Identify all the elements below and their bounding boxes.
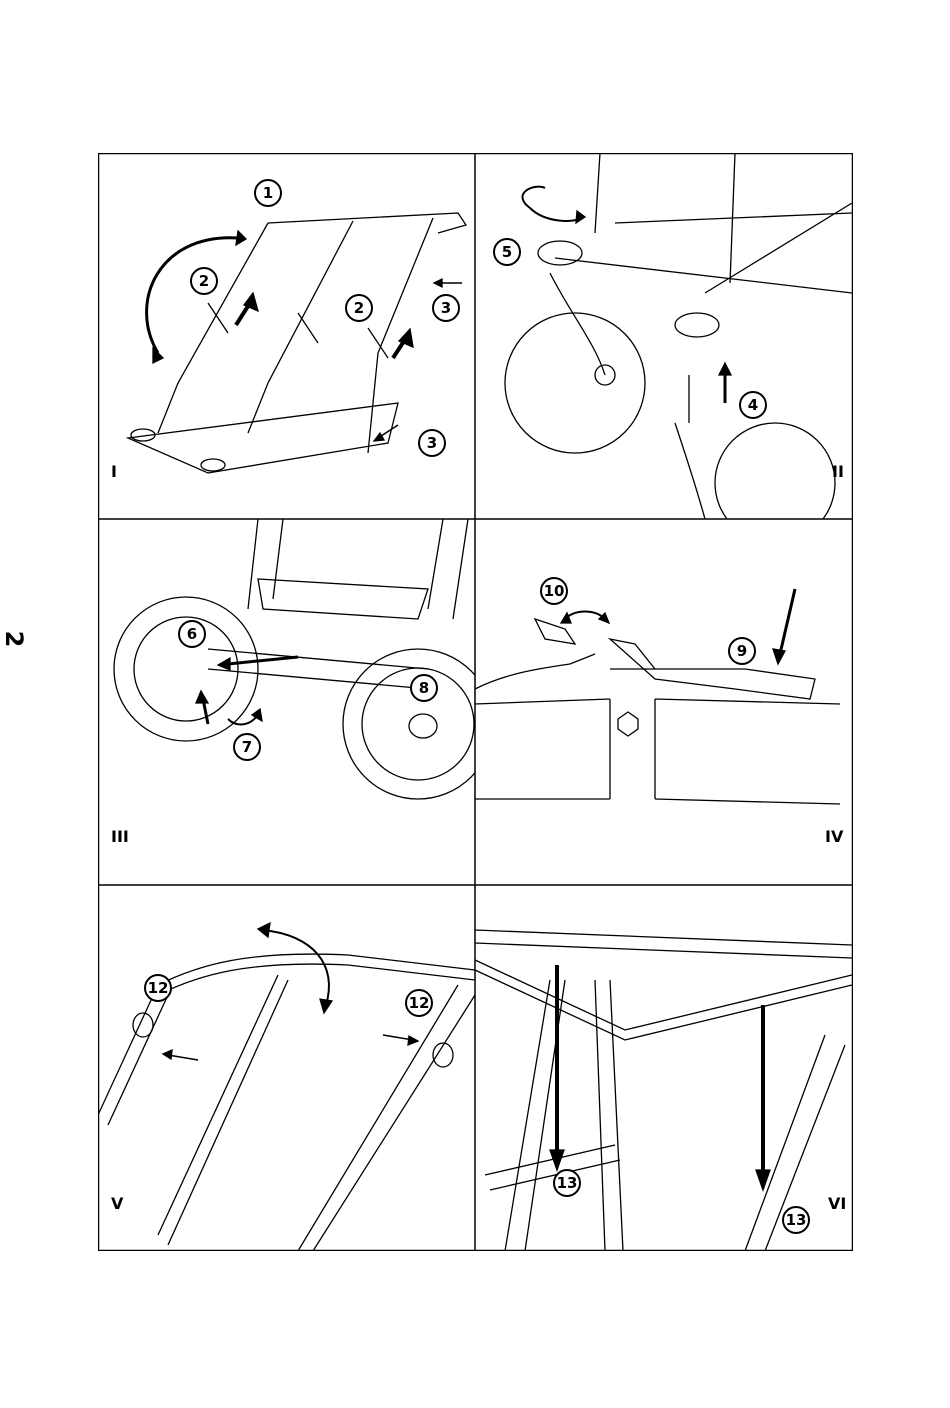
- panel-label: III: [111, 829, 129, 845]
- rear-wheel-left: [114, 597, 258, 741]
- wheel-fork-left: [550, 273, 605, 375]
- frame-base: [128, 403, 398, 473]
- panel-3-illustration: [98, 519, 475, 885]
- callout-9: 9: [728, 637, 756, 665]
- callout-3: 3: [418, 429, 446, 457]
- callout-8: 8: [410, 674, 438, 702]
- panel-4-illustration: [475, 519, 852, 885]
- panel-2-illustration: [475, 153, 852, 519]
- rear-wheel-right-hub: [409, 714, 437, 738]
- frame-right-bar: [368, 218, 433, 453]
- wheel-fork-right: [675, 423, 705, 519]
- bracket: [610, 669, 655, 799]
- wheel-mount-front: [201, 459, 225, 471]
- frame-mid-tube: [595, 980, 623, 1251]
- callout-5: 5: [493, 238, 521, 266]
- callout-13: 13: [553, 1169, 581, 1197]
- panel-1-illustration: [98, 153, 475, 519]
- rotate-arrow-head-top: [236, 231, 246, 245]
- panel-5-illustration: [98, 885, 475, 1251]
- frame-tube-bottom: [475, 799, 840, 804]
- callout-6: 6: [178, 620, 206, 648]
- panel-label: II: [832, 464, 844, 480]
- handle-bar-inner: [158, 964, 475, 995]
- frame-tube-mid: [158, 975, 288, 1245]
- stroller-frame-handle: [268, 213, 466, 233]
- callout-10: 10: [540, 577, 568, 605]
- frame-bar: [555, 258, 852, 293]
- rotate-arrow-handle: [263, 930, 329, 1005]
- callout-3: 3: [432, 294, 460, 322]
- callout-4: 4: [739, 391, 767, 419]
- wheel-socket-left: [538, 241, 582, 265]
- rotate-arrow-2: [147, 238, 238, 353]
- frame-cross-bar: [475, 960, 852, 1040]
- page-number: 2: [2, 627, 26, 651]
- panel-label: IV: [825, 829, 843, 845]
- callout-2: 2: [190, 267, 218, 295]
- rotate-arrow-5: [522, 187, 580, 221]
- callout-12: 12: [405, 989, 433, 1017]
- callout-7: 7: [233, 733, 261, 761]
- stroller-frame: [595, 153, 852, 293]
- panel-label: VI: [828, 1196, 846, 1212]
- panel-label: V: [111, 1196, 123, 1212]
- instruction-grid: 1 2 2 3 3 I 5 4 II 6: [98, 153, 853, 1251]
- rear-axle: [208, 649, 428, 689]
- stroller-rear-frame: [248, 519, 468, 619]
- panel-6-illustration: [475, 885, 852, 1251]
- frame-top-bar: [475, 930, 852, 958]
- panel-label: I: [111, 464, 117, 480]
- frame-tube-top: [475, 699, 840, 704]
- callout-12: 12: [144, 974, 172, 1002]
- rotate-arrow-10: [565, 612, 605, 620]
- callout-1: 1: [254, 179, 282, 207]
- push-arrow-6: [228, 657, 298, 664]
- basket: [258, 579, 428, 619]
- handle-bar: [158, 954, 475, 985]
- frame-tube-left: [98, 985, 168, 1125]
- frame-tube-right: [298, 985, 475, 1251]
- wheel-socket-right: [675, 313, 719, 337]
- frame-mid-bar: [248, 221, 353, 433]
- wheel-right: [715, 423, 835, 519]
- hex-nut: [618, 712, 638, 736]
- callout-2: 2: [345, 294, 373, 322]
- brake-cable: [475, 654, 595, 689]
- wheel-left: [505, 313, 645, 453]
- callout-13: 13: [782, 1206, 810, 1234]
- arrow-12-left: [168, 1055, 198, 1060]
- push-arrow-9: [780, 589, 795, 654]
